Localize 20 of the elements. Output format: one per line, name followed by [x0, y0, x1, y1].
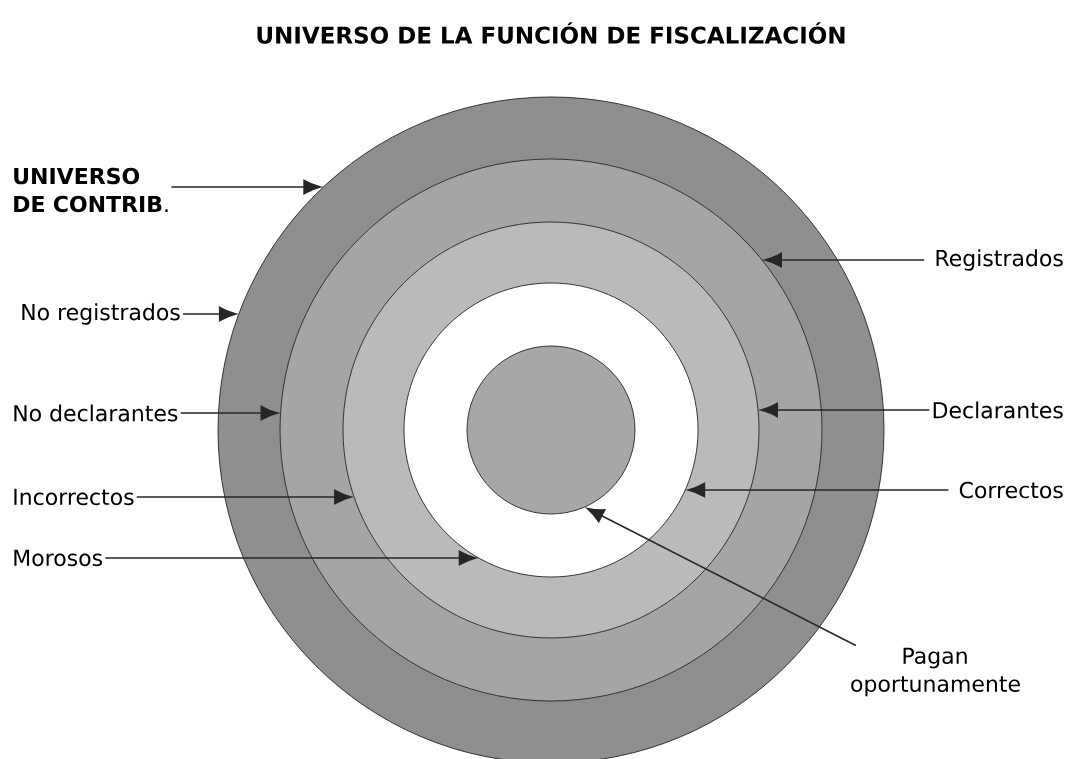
- arrow: [136, 489, 352, 505]
- arrow: [170, 179, 321, 195]
- callout-label: Incorrectos: [14, 488, 134, 506]
- inner-circle: [466, 345, 636, 515]
- arrow: [586, 507, 857, 647]
- arrow: [182, 306, 237, 322]
- title: UNIVERSO DE LA FUNCIÓN DE FISCALIZACIÓN: [257, 22, 845, 44]
- callout-label: UNIVERSO DE CONTRIB.: [14, 167, 168, 213]
- callout-label: No declarantes: [14, 404, 178, 422]
- arrow: [104, 550, 477, 566]
- callout-label: Registrados: [936, 249, 1063, 271]
- arrow: [760, 402, 931, 418]
- callout-label: Correctos: [959, 481, 1063, 499]
- arrow: [687, 482, 950, 498]
- callout-label: No registrados: [22, 303, 180, 325]
- callout-label: Morosos: [14, 549, 102, 567]
- callout-label: Pagan oportunamente: [851, 647, 1020, 697]
- callout-label: Declarantes: [933, 401, 1063, 419]
- arrow: [764, 252, 925, 268]
- arrow: [179, 405, 279, 421]
